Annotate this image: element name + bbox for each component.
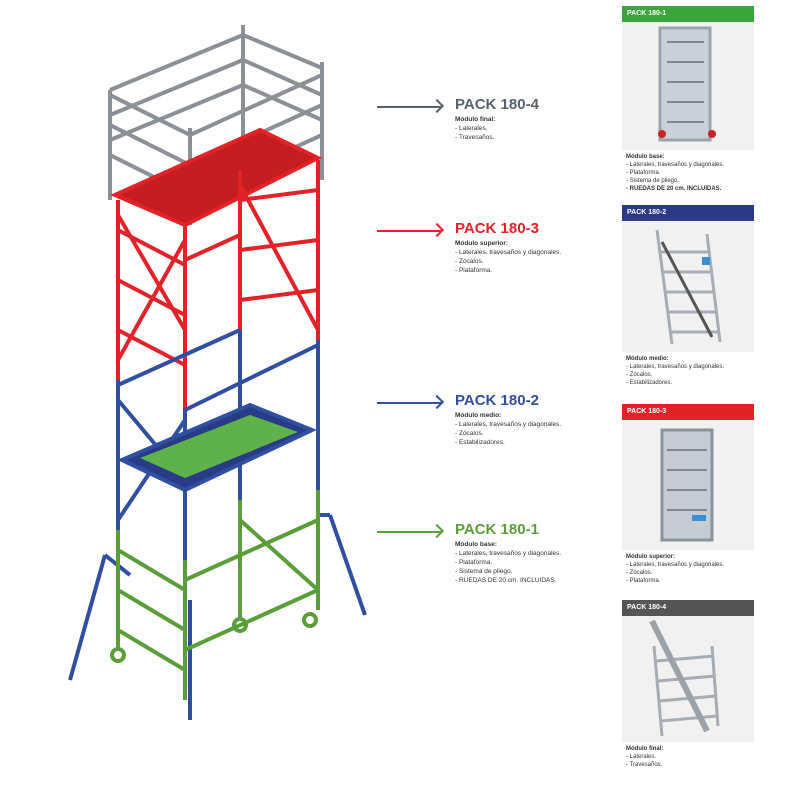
scaffold-tower-illustration	[68, 25, 367, 720]
list-item: - Travesaños.	[626, 762, 663, 768]
list-item: - Plataforma.	[626, 578, 661, 584]
list-item: - Estabilizadores.	[455, 439, 505, 446]
module-heading: Módulo final:	[626, 746, 664, 752]
list-item: - Zócalos.	[455, 258, 484, 265]
list-item: - Plataforma.	[455, 267, 493, 274]
list-item: - Estabilizadores.	[626, 380, 673, 386]
list-item: - Sistema de pliego.	[626, 178, 680, 184]
card-header-pack-180-1: PACK 180-1	[622, 6, 754, 22]
card-header-pack-180-4: PACK 180-4	[622, 600, 754, 616]
list-item: - Plataforma.	[455, 559, 493, 566]
list-item: - Laterales, travesaños y diagonales.	[455, 249, 562, 256]
card-header-pack-180-2: PACK 180-2	[622, 205, 754, 221]
pack-title: PACK 180-2	[455, 392, 539, 409]
card-text-pack-180-4: Módulo final: - Laterales. - Travesaños.	[626, 745, 663, 769]
module-heading: Módulo base:	[626, 154, 665, 160]
arrow-right-icon	[377, 230, 441, 232]
list-item: - Travesaños.	[455, 134, 495, 141]
card-text-pack-180-2: Módulo medio: - Laterales, travesaños y …	[626, 355, 724, 387]
module-heading: Módulo superior:	[455, 240, 509, 247]
card-header-pack-180-3: PACK 180-3	[622, 404, 754, 420]
list-item: - RUEDAS DE 20 cm. INCLUIDAS.	[455, 577, 557, 584]
list-item: - Zócalos.	[626, 570, 653, 576]
module-180-1-base	[110, 490, 320, 700]
arrow-right-icon	[377, 402, 441, 404]
list-item: - RUEDAS DE 20 cm. INCLUIDAS.	[626, 186, 722, 192]
pack-title: PACK 180-1	[455, 521, 539, 538]
product-photo-pack-180-3	[622, 420, 754, 550]
list-item: - Sistema de pliego.	[455, 568, 513, 575]
list-item: - Zócalos.	[455, 430, 484, 437]
pack-title: PACK 180-3	[455, 220, 539, 237]
list-item: - Laterales, travesaños y diagonales.	[626, 364, 725, 370]
module-heading: Módulo medio:	[455, 412, 502, 419]
list-item: - Laterales, travesaños y diagonales.	[626, 562, 725, 568]
module-heading: Módulo superior:	[626, 554, 675, 560]
list-item: - Plataforma.	[626, 170, 661, 176]
card-text-pack-180-3: Módulo superior: - Laterales, travesaños…	[626, 553, 724, 585]
product-photo-pack-180-1	[622, 22, 754, 150]
module-180-3-upper	[110, 127, 323, 410]
list-item: - Laterales.	[455, 125, 488, 132]
product-photo-pack-180-2	[622, 222, 754, 352]
list-item: - Laterales, travesaños y diagonales.	[626, 162, 725, 168]
list-item: - Laterales, travesaños y diagonales.	[455, 550, 562, 557]
module-heading: Módulo final:	[455, 116, 496, 123]
list-item: - Zócalos.	[626, 372, 653, 378]
list-item: - Laterales, travesaños y diagonales.	[455, 421, 562, 428]
module-180-2-middle	[68, 328, 367, 720]
arrow-right-icon	[377, 531, 441, 533]
list-item: - Laterales.	[626, 754, 657, 760]
arrow-right-icon	[377, 106, 441, 108]
product-photo-pack-180-4	[622, 616, 754, 742]
module-heading: Módulo base:	[455, 541, 497, 548]
card-text-pack-180-1: Módulo base: - Laterales, travesaños y d…	[626, 153, 724, 193]
module-heading: Módulo medio:	[626, 356, 669, 362]
pack-title: PACK 180-4	[455, 96, 539, 113]
